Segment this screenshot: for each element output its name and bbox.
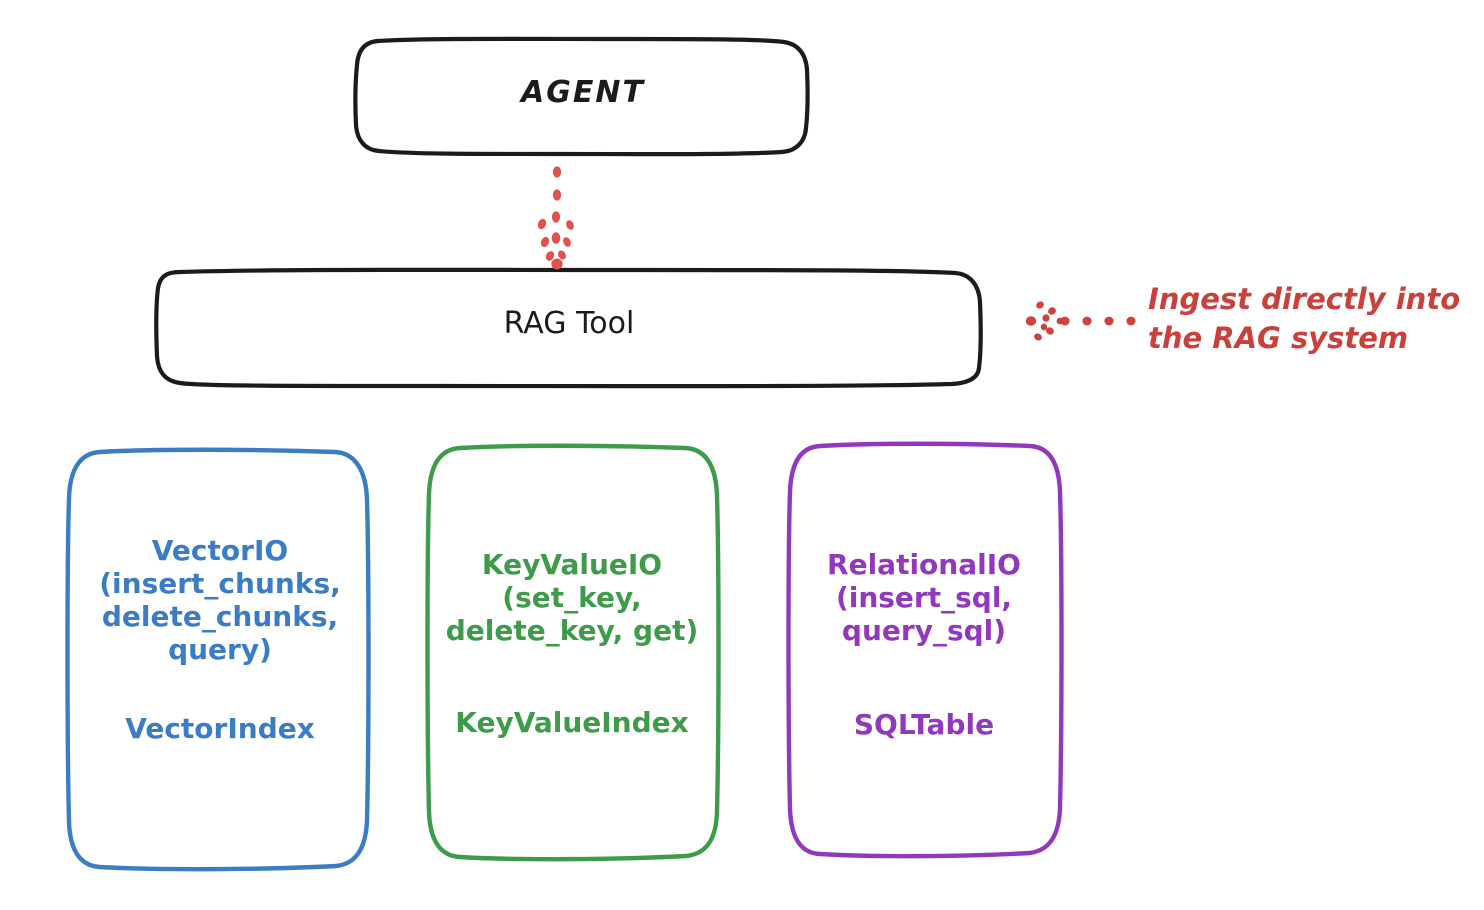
vector-io-api-label: VectorIO (insert_chunks, delete_chunks, … [99,534,341,667]
vector-index-label: VectorIndex [125,712,315,745]
connector-ingest-to-rag-tool [1025,301,1136,341]
relational-io-api-label: RelationalIO (insert_sql, query_sql) [827,548,1021,648]
rag-tool-box[interactable] [154,267,983,389]
vector-io-card[interactable] [65,447,371,872]
sql-table-label: SQLTable [853,708,995,741]
agent-label: AGENT [521,75,645,110]
relational-io-card[interactable] [786,441,1064,859]
ingest-annotation-label: Ingest directly into the RAG system [1148,282,1461,356]
key-value-io-api-label: KeyValueIO (set_key, delete_key, get) [445,548,699,648]
key-value-io-card[interactable] [425,443,721,862]
connector-agent-to-rag-tool [537,166,574,270]
rag-tool-label: RAG Tool [503,306,635,341]
agent-box[interactable] [353,36,810,157]
key-value-index-label: KeyValueIndex [455,706,689,739]
